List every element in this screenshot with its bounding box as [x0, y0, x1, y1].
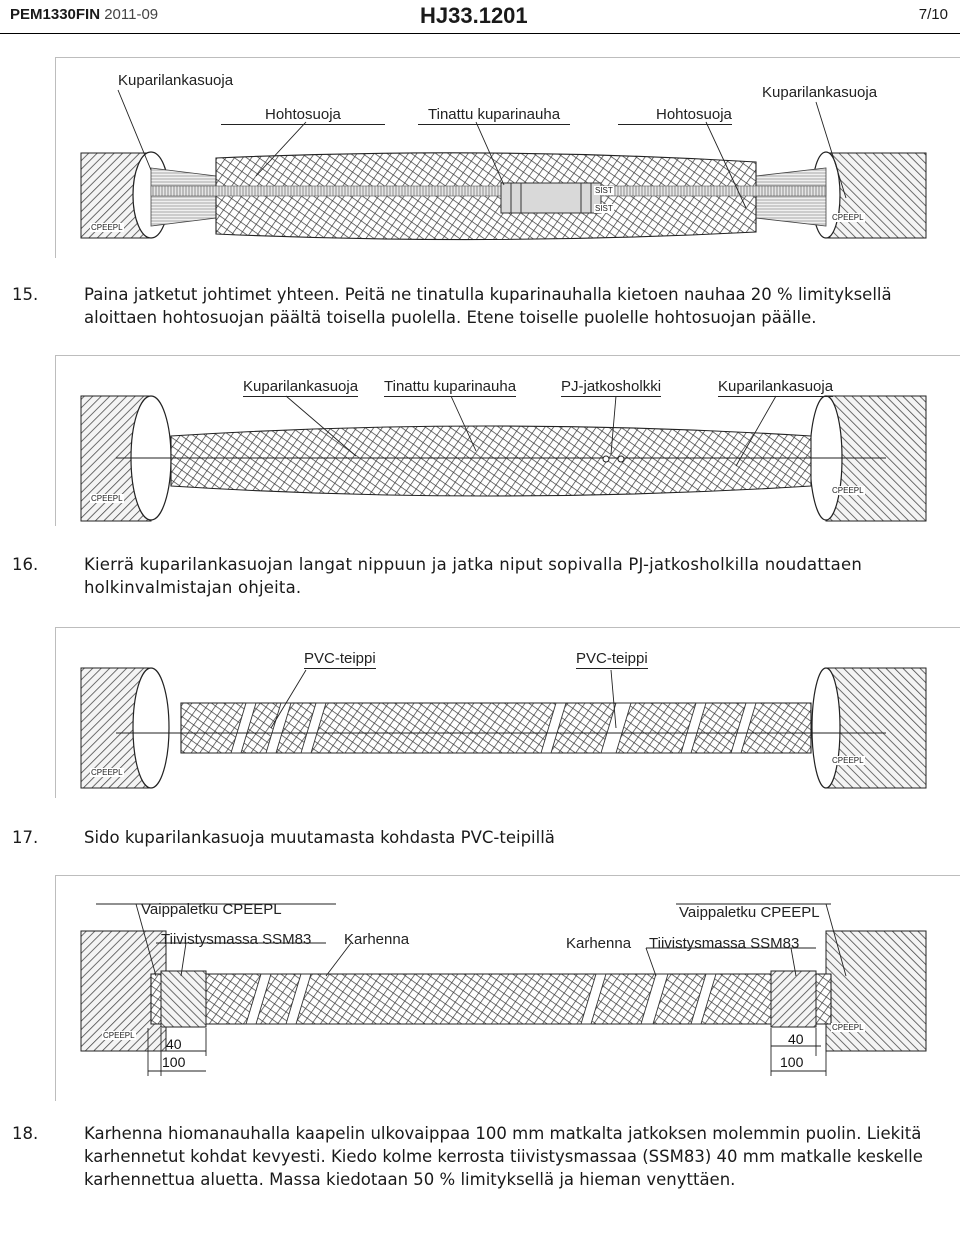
- step-number: 17.: [12, 828, 39, 847]
- dimension-100-left: 100: [162, 1054, 186, 1070]
- header-rule: [0, 33, 960, 34]
- dimension-40-left: 40: [166, 1036, 182, 1052]
- tag-cpeepl-right: CPEEPL: [831, 756, 865, 765]
- label-kuparilankasuoja-right: Kuparilankasuoja: [762, 84, 878, 101]
- page-number: 7/10: [918, 6, 948, 23]
- figure-step18: Vaippaletku CPEEPL Tiivistysmassa SSM83 …: [55, 875, 960, 1101]
- step-15: 15. Paina jatketut johtimet yhteen. Peit…: [12, 283, 948, 327]
- doc-id: PEM1330FIN 2011-09: [10, 6, 158, 23]
- step-17: 17. Sido kuparilankasuoja muutamasta koh…: [12, 826, 948, 849]
- dimension-100-right: 100: [780, 1054, 804, 1070]
- step-text: Kierrä kuparilankasuojan langat nippuun …: [84, 555, 863, 597]
- doc-revision: 2011-09: [104, 6, 159, 23]
- dimension-40-right: 40: [788, 1031, 804, 1047]
- figure-step17: PVC-teippi PVC-teippi CPEEPL CPEEPL: [55, 627, 960, 798]
- label-tinattu-kuparinauha: Tinattu kuparinauha: [418, 106, 571, 125]
- label-vaippaletku-right: Vaippaletku CPEEPL: [679, 904, 820, 921]
- label-karhenna-left: Karhenna: [344, 931, 410, 948]
- figure-step15: Kuparilankasuoja Hohtosuoja Tinattu kupa…: [55, 57, 960, 258]
- step-number: 15.: [12, 285, 39, 304]
- step-text: Sido kuparilankasuoja muutamasta kohdast…: [84, 828, 555, 847]
- cable-drawing: [80, 89, 927, 241]
- label-kuparilankasuoja-right: Kuparilankasuoja: [718, 378, 834, 397]
- tag-cpeepl-left: CPEEPL: [90, 223, 124, 232]
- figure-step16: Kuparilankasuoja Tinattu kuparinauha PJ-…: [55, 355, 960, 526]
- label-kuparilankasuoja-left: Kuparilankasuoja: [118, 72, 234, 89]
- cable-drawing: [80, 903, 927, 1076]
- label-karhenna-right: Karhenna: [566, 935, 632, 952]
- label-pvc-teippi-right: PVC-teippi: [576, 650, 648, 669]
- tag-cpeepl-left: CPEEPL: [90, 494, 124, 503]
- tag-cpeepl-left: CPEEPL: [90, 768, 124, 777]
- label-vaippaletku-left: Vaippaletku CPEEPL: [141, 901, 282, 918]
- label-tiivistysmassa-right: Tiivistysmassa SSM83: [649, 935, 800, 952]
- label-kuparilankasuoja-left: Kuparilankasuoja: [243, 378, 359, 397]
- step-text: Paina jatketut johtimet yhteen. Peitä ne…: [84, 285, 892, 327]
- label-hohtosuoja-left: Hohtosuoja: [221, 106, 385, 125]
- step-text: Karhenna hiomanauhalla kaapelin ulkovaip…: [84, 1124, 923, 1189]
- tag-cpeepl-right: CPEEPL: [831, 213, 865, 222]
- label-tiivistysmassa-left: Tiivistysmassa SSM83: [161, 931, 312, 948]
- step-number: 18.: [12, 1124, 39, 1143]
- label-tinattu-kuparinauha: Tinattu kuparinauha: [384, 378, 517, 397]
- step-18: 18. Karhenna hiomanauhalla kaapelin ulko…: [12, 1122, 948, 1189]
- tag-cpeepl-right: CPEEPL: [831, 1023, 865, 1032]
- tag-sist-upper: SIST: [594, 186, 614, 195]
- page-header: PEM1330FIN 2011-09 HJ33.1201 7/10: [0, 0, 960, 34]
- tag-cpeepl-left: CPEEPL: [102, 1031, 136, 1040]
- label-pvc-teippi-left: PVC-teippi: [304, 650, 376, 669]
- doc-code: PEM1330FIN: [10, 6, 101, 23]
- step-16: 16. Kierrä kuparilankasuojan langat nipp…: [12, 553, 948, 597]
- cable-drawing: [80, 395, 927, 522]
- tag-cpeepl-right: CPEEPL: [831, 486, 865, 495]
- step-number: 16.: [12, 555, 39, 574]
- label-pj-jatkosholkki: PJ-jatkosholkki: [561, 378, 662, 397]
- label-hohtosuoja-right: Hohtosuoja: [618, 106, 732, 125]
- cable-drawing: [80, 667, 927, 789]
- tag-sist-lower: SIST: [594, 204, 614, 213]
- doc-title: HJ33.1201: [420, 3, 528, 28]
